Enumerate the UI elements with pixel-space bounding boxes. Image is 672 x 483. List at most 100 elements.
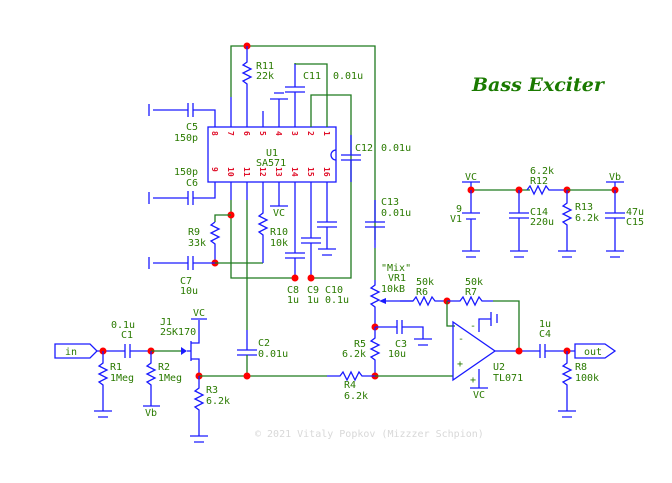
label-c9-ref: C9 [307,285,319,296]
ic-pin-10: 10 [226,167,235,177]
resistor-r7 [447,295,493,307]
input-port-label: in [65,347,77,358]
label-r13-ref: R13 [575,202,593,213]
capacitor-c15 [605,190,625,258]
label-u2-value: TL071 [493,373,523,384]
label-r7-ref: R7 [465,287,477,298]
label-c2-value: 0.01u [258,349,288,360]
capacitor-c3 [375,320,432,346]
label-r4-value: 6.2k [344,391,368,402]
resistor-r13 [558,190,576,258]
label-r6-value: 50k [416,277,434,288]
label-r6-ref: R6 [416,287,428,298]
copyright-text: © 2021 Vitaly Popkov (Mizzzer Schpion) [255,429,484,440]
ic-pin-16: 16 [322,167,331,177]
ic-pin-15: 15 [306,167,315,177]
opamp-vplus [470,369,488,389]
ic-part: SA571 [256,158,286,169]
label-c5-value: 150p [174,133,198,144]
opamp-plus: + [457,359,463,370]
potentiometer-vr1 [369,280,381,327]
label-v1-value: 9 [456,204,462,215]
label-r8-ref: R8 [575,362,587,373]
label-r12-value: 6.2k [530,166,554,177]
label-c2-ref: C2 [258,338,270,349]
label-r12-ref: R12 [530,176,548,187]
capacitor-c2 [237,330,257,356]
label-r9-ref: R9 [188,227,200,238]
resistor-r11 [241,46,253,127]
label-r11-value: 22k [256,71,274,82]
capacitor-c7 [148,256,215,270]
label-c11-ref: C11 [303,71,321,82]
ic-pin-1: 1 [322,131,331,136]
label-r5-ref: R5 [354,339,366,350]
opamp-minus: - [458,334,464,345]
ic-pin-12: 12 [258,167,267,177]
label-r8-value: 100k [575,373,599,384]
label-r2-ref: R2 [158,362,170,373]
label-c3-ref: C3 [395,339,407,350]
jfet-gate-arrow-icon [181,347,187,355]
label-vr1-ref: VR1 [388,273,406,284]
label-c15-value: 47u [626,207,644,218]
capacitor-c9 [301,182,321,278]
label-c9-value: 1u [307,295,319,306]
resistor-r4 [327,370,375,382]
pin4-stub [270,92,288,127]
label-c14-ref: C14 [530,207,548,218]
resistor-r6 [400,295,447,307]
net-label-vc: VC [273,208,285,219]
label-c11-value: 0.01u [333,71,363,82]
label-c13-ref: C13 [381,197,399,208]
label-r9-value: 33k [188,238,206,249]
input-port[interactable] [54,343,98,359]
label-c14-value: 220u [530,217,554,228]
capacitor-c11 [285,64,305,127]
opamp-supply-plus: + [470,375,476,386]
ic-u1-body [207,126,337,183]
capacitor-c10 [317,182,337,256]
label-r7-value: 50k [465,277,483,288]
capacitor-c13 [365,200,385,248]
ic-notch [330,149,337,161]
label-r3-ref: R3 [206,385,218,396]
schematic-title: Bass Exciter [471,74,606,96]
label-c10-ref: C10 [325,285,343,296]
battery-v1 [462,190,480,258]
net-label-vc: VC [193,308,205,319]
ic-pin-2: 2 [306,131,315,136]
resistor-r5 [369,327,381,376]
capacitor-c12 [341,135,361,182]
label-r13-value: 6.2k [575,213,599,224]
capacitor-c1 [97,344,151,358]
opamp-u2 [452,320,497,382]
label-c12-ref: C12 [355,143,373,154]
net-label-vc: VC [473,390,485,401]
ic-pin-8: 8 [210,131,219,136]
label-c3-value: 10u [388,349,406,360]
wire-top-loop [230,45,376,240]
ic-pin-14: 14 [290,167,299,177]
junction [307,274,315,282]
label-r11-ref: R11 [256,61,274,72]
label-r10-ref: R10 [270,227,288,238]
label-r2-value: 1Meg [158,373,182,384]
capacitor-c6 [148,182,216,205]
label-c10-value: 0.1u [325,295,349,306]
label-c8-value: 1u [287,295,299,306]
label-c1-value: 0.1u [111,320,135,331]
label-j1-value: 2SK170 [160,327,196,338]
label-j1-ref: J1 [160,317,172,328]
label-c12-value: 0.01u [381,143,411,154]
label-r10-value: 10k [270,238,288,249]
wiper-arrow-icon [379,298,386,304]
resistor-r10 [257,182,269,263]
label-r3-value: 6.2k [206,396,230,407]
output-port[interactable] [574,343,617,359]
label-c6-ref: C6 [186,178,198,189]
ic-pin-6: 6 [242,131,251,136]
label-vr1-name: "Mix" [381,263,411,274]
resistor-r1 [94,351,112,418]
